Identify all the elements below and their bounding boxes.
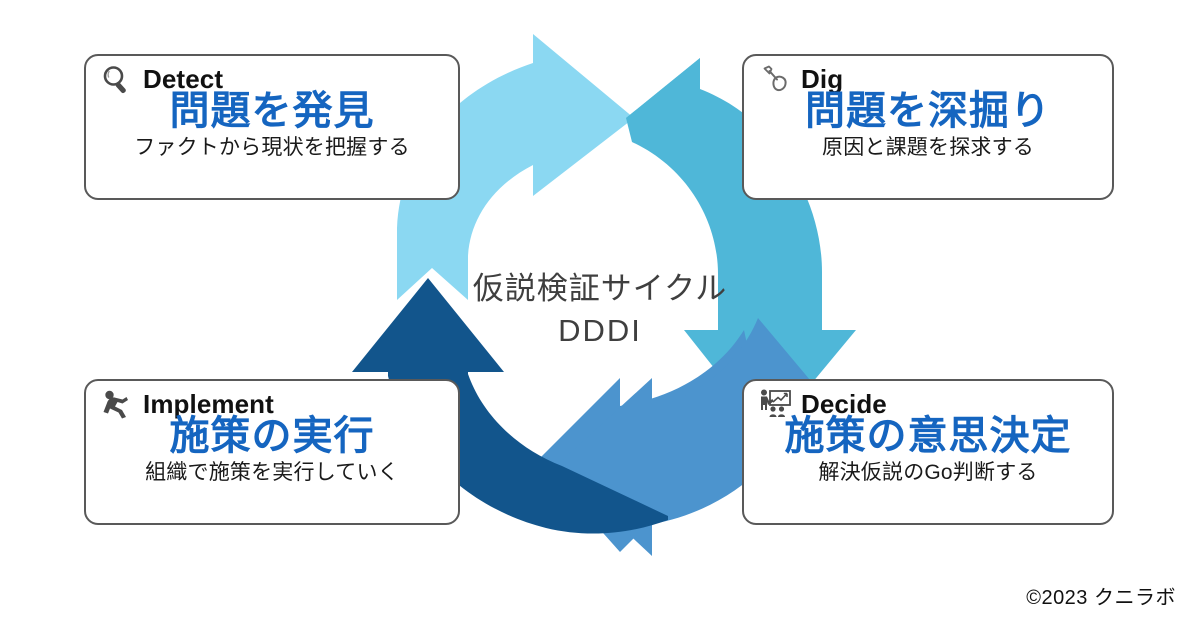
- magnifying-glass-icon: [103, 65, 126, 93]
- card-dig-description: 原因と課題を探求する: [822, 136, 1034, 159]
- card-implement[interactable]: Implement 施策の実行 組織で施策を実行していく: [84, 379, 460, 525]
- card-decide-japanese: 施策の意思決定: [784, 414, 1072, 458]
- card-dig-header: Dig: [744, 56, 1112, 92]
- shovel-icon: [763, 65, 787, 91]
- card-detect-description: ファクトから現状を把握する: [134, 136, 410, 159]
- card-detect-english: Detect: [143, 63, 224, 94]
- card-decide-english: Decide: [801, 388, 887, 419]
- card-decide[interactable]: Decide 施策の意思決定 解決仮説のGo判断する: [742, 379, 1114, 525]
- card-detect-header: Detect: [86, 56, 458, 94]
- card-implement-japanese: 施策の実行: [169, 414, 375, 458]
- card-dig-english: Dig: [801, 63, 844, 94]
- card-detect[interactable]: Detect 問題を発見 ファクトから現状を把握する: [84, 54, 460, 200]
- running-person-icon: [103, 390, 128, 418]
- arrow-segment-detect-to-dig: [397, 34, 634, 300]
- card-implement-description: 組織で施策を実行していく: [145, 461, 399, 484]
- card-implement-header: Implement: [86, 381, 458, 419]
- copyright-notice: ©2023 クニラボ: [1026, 587, 1176, 609]
- arrow-segment-dig-to-decide-body: [626, 58, 856, 436]
- cycle-center-line1: 仮説検証サイクル: [472, 271, 728, 306]
- cycle-center-label: 仮説検証サイクル DDDI: [430, 268, 770, 352]
- card-decide-description: 解決仮説のGo判断する: [818, 461, 1038, 484]
- card-dig-japanese: 問題を深掘り: [805, 89, 1051, 133]
- cycle-center-line2: DDDI: [558, 312, 642, 348]
- card-detect-japanese: 問題を発見: [169, 89, 375, 133]
- card-implement-english: Implement: [143, 388, 274, 419]
- arrow-segment-implement-to-detect-body: [352, 278, 668, 534]
- card-decide-header: Decide: [744, 381, 1112, 417]
- card-dig[interactable]: Dig 問題を深掘り 原因と課題を探求する: [742, 54, 1114, 200]
- presentation-meeting-icon: [761, 389, 791, 417]
